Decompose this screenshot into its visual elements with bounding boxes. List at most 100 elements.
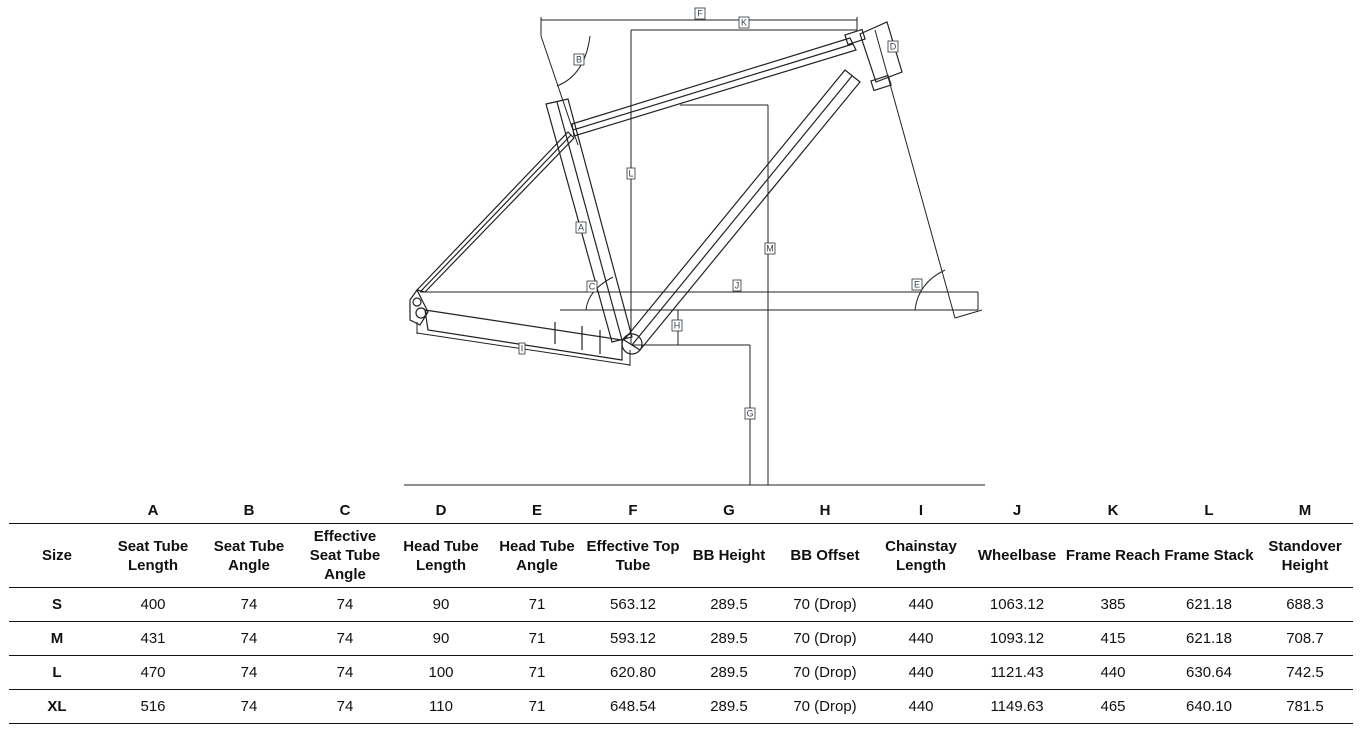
top-tube [571, 37, 857, 137]
column-header: BB Height [681, 523, 777, 588]
value-cell: 440 [873, 621, 969, 656]
label-d: D [887, 40, 899, 53]
value-cell: 70 (Drop) [777, 655, 873, 690]
value-cell: 110 [393, 689, 489, 724]
label-g: G [744, 407, 756, 420]
value-cell: 621.18 [1161, 587, 1257, 622]
svg-text:E: E [914, 280, 920, 290]
column-header: Effective Seat Tube Angle [297, 523, 393, 588]
value-cell: 742.5 [1257, 655, 1353, 690]
value-cell: 289.5 [681, 655, 777, 690]
svg-text:G: G [746, 409, 753, 419]
label-b: B [573, 53, 585, 66]
value-cell: 465 [1065, 689, 1161, 724]
column-header: Standover Height [1257, 523, 1353, 588]
label-i: I [518, 342, 526, 355]
value-cell: 563.12 [585, 587, 681, 622]
size-cell: L [9, 655, 105, 690]
value-cell: 630.64 [1161, 655, 1257, 690]
label-e: E [911, 278, 923, 291]
svg-text:H: H [674, 321, 681, 331]
svg-text:M: M [766, 244, 774, 254]
label-m: M [764, 242, 776, 255]
value-cell: 400 [105, 587, 201, 622]
value-cell: 440 [873, 655, 969, 690]
column-header: Seat Tube Length [105, 523, 201, 588]
value-cell: 74 [201, 621, 297, 656]
value-cell: 74 [297, 621, 393, 656]
value-cell: 516 [105, 689, 201, 724]
value-cell: 1093.12 [969, 621, 1065, 656]
svg-text:B: B [576, 55, 582, 65]
size-cell: S [9, 587, 105, 622]
value-cell: 74 [201, 689, 297, 724]
frame-geometry-diagram: F K B D L A M C J E H I G [404, 7, 985, 486]
value-cell: 1149.63 [969, 689, 1065, 724]
value-cell: 621.18 [1161, 621, 1257, 656]
value-cell: 74 [201, 655, 297, 690]
size-cell: M [9, 621, 105, 656]
svg-text:C: C [589, 282, 596, 292]
value-cell: 708.7 [1257, 621, 1353, 656]
column-letter: D [435, 501, 447, 519]
value-cell: 688.3 [1257, 587, 1353, 622]
column-letter: M [1298, 501, 1312, 519]
column-letter: I [918, 501, 924, 519]
value-cell: 71 [489, 621, 585, 656]
column-header: Size [9, 523, 105, 588]
label-l: L [626, 167, 636, 180]
dimension-labels: F K B D L A M C J E H I G [518, 7, 923, 420]
value-cell: 70 (Drop) [777, 587, 873, 622]
column-header: BB Offset [777, 523, 873, 588]
label-f: F [694, 7, 706, 20]
value-cell: 90 [393, 587, 489, 622]
label-c: C [586, 280, 598, 293]
value-cell: 640.10 [1161, 689, 1257, 724]
value-cell: 100 [393, 655, 489, 690]
column-letter: A [147, 501, 159, 519]
value-cell: 71 [489, 655, 585, 690]
value-cell: 440 [873, 689, 969, 724]
column-header: Head Tube Length [393, 523, 489, 588]
svg-text:K: K [741, 18, 747, 28]
svg-text:I: I [521, 344, 524, 354]
value-cell: 440 [873, 587, 969, 622]
column-header: Frame Reach [1065, 523, 1161, 588]
value-cell: 90 [393, 621, 489, 656]
chain-stay [424, 309, 623, 361]
column-header: Seat Tube Angle [201, 523, 297, 588]
value-cell: 74 [201, 587, 297, 622]
dropout [409, 288, 429, 326]
bottom-bracket [621, 333, 643, 355]
column-letter: E [531, 501, 542, 519]
column-letter: B [243, 501, 255, 519]
column-letter: F [628, 501, 638, 519]
seat-stay [415, 131, 575, 293]
value-cell: 70 (Drop) [777, 621, 873, 656]
column-header: Chainstay Length [873, 523, 969, 588]
value-cell: 74 [297, 587, 393, 622]
size-cell: XL [9, 689, 105, 724]
column-letter [9, 497, 105, 524]
value-cell: 74 [297, 655, 393, 690]
label-j: J [732, 279, 742, 292]
column-letter: J [1012, 501, 1022, 519]
value-cell: 289.5 [681, 587, 777, 622]
column-letter: K [1107, 501, 1119, 519]
dimension-lines [404, 17, 985, 486]
column-header: Frame Stack [1161, 523, 1257, 588]
label-k: K [738, 16, 750, 29]
svg-text:A: A [578, 223, 584, 233]
svg-text:J: J [735, 281, 740, 291]
column-header: Wheelbase [969, 523, 1065, 588]
value-cell: 620.80 [585, 655, 681, 690]
value-cell: 648.54 [585, 689, 681, 724]
column-letter: H [819, 501, 831, 519]
value-cell: 289.5 [681, 689, 777, 724]
value-cell: 781.5 [1257, 689, 1353, 724]
